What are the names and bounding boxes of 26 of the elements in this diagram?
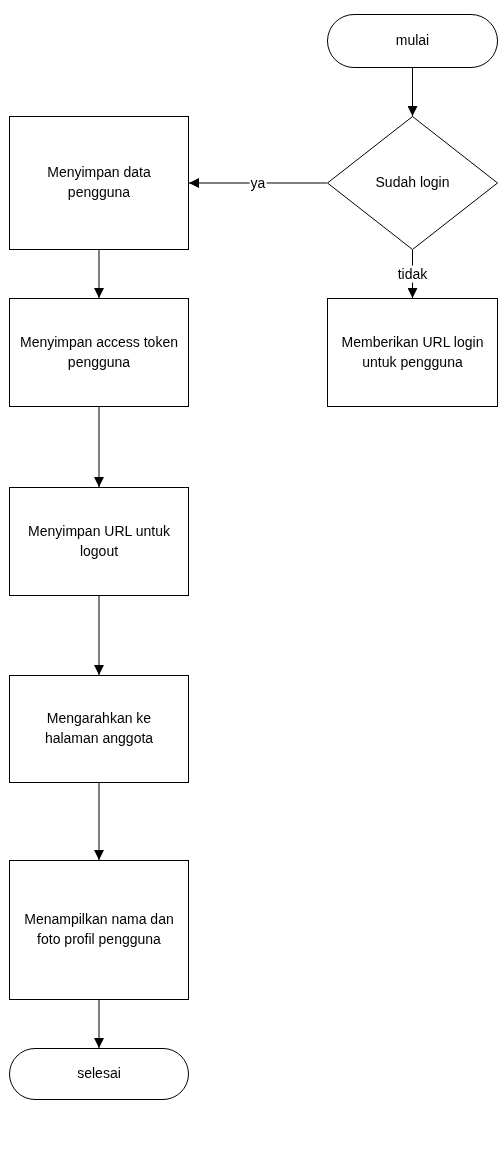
terminal-shape — [9, 1048, 189, 1100]
arrow — [94, 595, 104, 676]
arrow — [94, 782, 104, 861]
node-label: selesai — [77, 1064, 121, 1084]
edge-label: tidak — [396, 265, 429, 283]
process-box — [327, 298, 498, 407]
process-box — [9, 675, 189, 783]
node-label: Mengarahkan ke halaman anggota — [43, 709, 155, 748]
terminal-shape — [327, 14, 498, 68]
node-label: Menyimpan access token pengguna — [20, 332, 178, 372]
node-label: Menyimpan URL untuk logout — [27, 521, 171, 561]
arrow — [407, 67, 418, 117]
node-label: Memberikan URL login untuk pengguna — [340, 332, 485, 372]
node-label: Menampilkan nama dan foto profil pengguna — [23, 910, 175, 949]
node-label: Sudah login — [375, 173, 450, 193]
arrow — [94, 999, 104, 1049]
arrow — [94, 406, 104, 488]
arrow — [188, 178, 328, 188]
node-label: mulai — [395, 31, 430, 51]
process-box — [9, 116, 189, 250]
decision-diamond — [327, 116, 498, 250]
node-label: Menyimpan data pengguna — [46, 163, 152, 202]
process-box — [9, 487, 189, 596]
process-box — [9, 298, 189, 407]
arrow — [94, 249, 104, 299]
process-box — [9, 860, 189, 1000]
